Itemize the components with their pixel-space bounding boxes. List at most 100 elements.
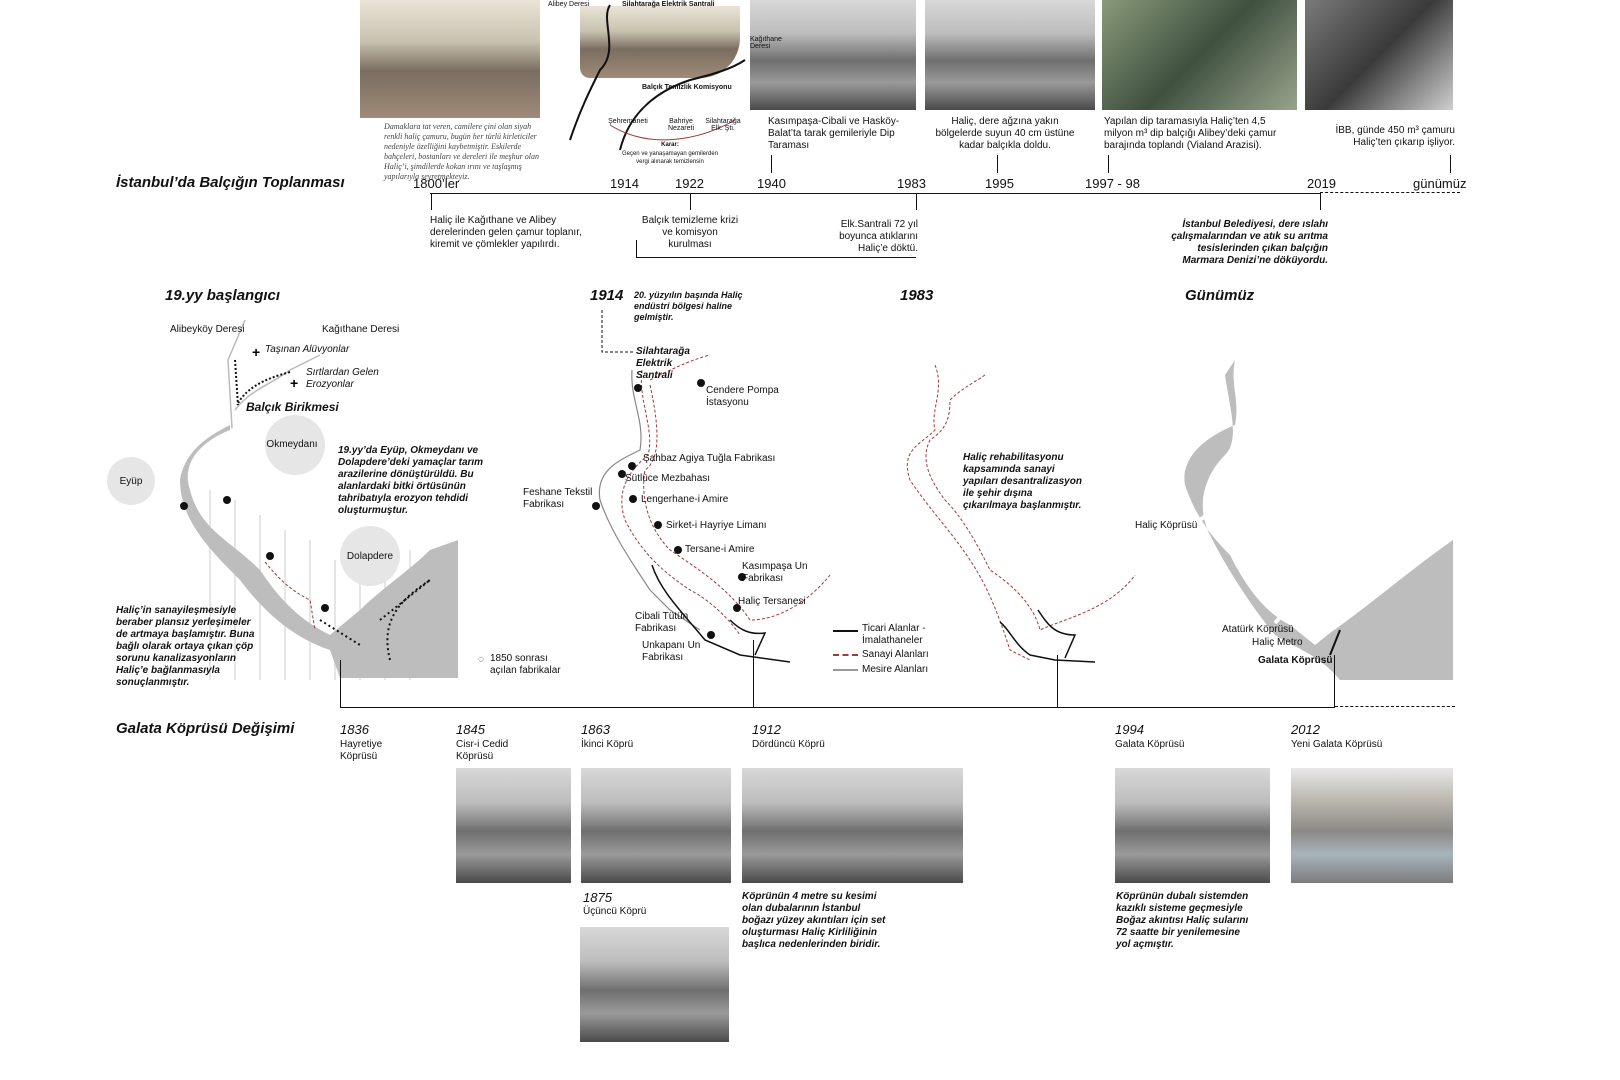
tick (1108, 155, 1109, 173)
map-19yy-note2: Haliç’in sanayileşmesiyle beraber plansı… (116, 605, 255, 688)
note-2019: İstanbul Belediyesi, dere ıslahı çalışma… (1171, 219, 1328, 266)
note-1912: Köprünün 4 metre su kesimi olan dubaları… (742, 891, 886, 950)
photo-1912 (742, 768, 963, 883)
dredging-photo (750, 0, 916, 110)
map-now-title: Günümüz (1185, 287, 1255, 304)
bridge-galata: Galata Köprüsü (1258, 655, 1333, 666)
svg-text:+: + (252, 344, 260, 360)
year-1800: 1800’ler (413, 176, 460, 191)
note-1983: Elk.Santrali 72 yıl boyunca atıklarını H… (839, 219, 918, 254)
bridge-metro: Haliç Metro (1252, 637, 1303, 648)
svg-text:+: + (290, 375, 298, 391)
legend-recreation-swatch (833, 669, 858, 671)
eyup-label: Eyüp (119, 476, 143, 487)
postcard-photo (360, 0, 540, 118)
kagithane-label: Kağıthane Deresi (322, 324, 400, 335)
note-1940: Kasımpaşa-Cibali ve Hasköy-Balat’ta tara… (768, 116, 900, 151)
note-gunumuz: İBB, günde 450 m³ çamuru Haliç’ten çıkar… (1335, 125, 1455, 148)
year-1983: 1983 (897, 176, 926, 191)
tick (1320, 193, 1321, 210)
note-1994: Köprünün dubalı sistemden kazıklı sistem… (1116, 891, 1249, 950)
eyup-area (107, 457, 155, 505)
photo-2012 (1291, 768, 1453, 883)
year-1914: 1914 (610, 176, 639, 191)
map-1983-note: Haliç rehabilitasyonu kapsamında sanayi … (963, 452, 1082, 511)
year-1940: 1940 (757, 176, 786, 191)
silahtaraga-label: Silahtarağa Elektrik Santrali (636, 346, 690, 381)
okmeydani-label: Okmeydanı (266, 439, 318, 450)
connector (1057, 655, 1058, 707)
bridge-halic: Haliç Köprüsü (1135, 520, 1198, 531)
1995-photo (925, 0, 1095, 110)
place-kasimpasa: Kasımpaşa Un Fabrikası (742, 561, 808, 584)
aluvyon-label: Taşınan Alüvyonlar (265, 344, 350, 355)
place-feshane: Feshane Tekstil Fabrikası (523, 487, 593, 510)
alibeykoy-label: Alibeyköy Deresi (170, 324, 245, 335)
place-cendere: Cendere Pompa İstasyonu (706, 385, 779, 408)
bridge-year-1912: 1912 (752, 722, 781, 737)
karar-text: Geçen ve yanaşamayan gemilerden vergi al… (621, 151, 719, 165)
year-1922: 1922 (675, 176, 704, 191)
member-bahriye: Bahriye Nezareti (667, 118, 695, 132)
place-lengerhane: Lengerhane-i Amire (641, 494, 729, 505)
golden-horn-water-now (1184, 360, 1453, 680)
bridge-name-1912: Dördüncü Köprü (752, 739, 825, 750)
photo-1863 (581, 768, 731, 883)
legend-commercial-label: Ticari Alanlar - İmalathaneler (862, 623, 926, 646)
timeline-axis-future (1320, 192, 1460, 193)
bridge-name-1875: Üçüncü Köprü (583, 906, 647, 917)
member-silahtaraga: Silahtarağa Elk. Şti. (705, 118, 741, 132)
year-gunumuz: günümüz (1413, 176, 1467, 191)
bridge-timeline-title: Galata Köprüsü Değişimi (116, 720, 295, 737)
bridge-axis-future (1335, 706, 1455, 707)
place-sutluce: Sütlüce Mezbahası (625, 473, 711, 484)
tick (771, 155, 772, 173)
tick (1450, 155, 1451, 173)
bridge-year-1994: 1994 (1115, 722, 1144, 737)
alibey-label: Alibey Deresi (548, 1, 590, 8)
ibb-dredge-photo (1305, 0, 1453, 110)
factory-legend-label: 1850 sonrası açılan fabrikalar (490, 653, 561, 676)
kagithane-photo-label: Kağıthane Deresi (750, 36, 782, 50)
dolapdere-area (340, 526, 400, 586)
connector (340, 660, 341, 707)
legend-industry-swatch (833, 654, 858, 656)
bridge-name-1863: İkinci Köprü (581, 739, 634, 750)
golden-horn-water (180, 425, 458, 678)
bracket (636, 240, 637, 257)
santral-label: Silahtarağa Elektrik Santrali (622, 1, 715, 8)
year-2019: 2019 (1307, 176, 1336, 191)
bridge-year-1863: 1863 (581, 722, 610, 737)
connector (1334, 655, 1335, 707)
commission-sketch: Alibey Deresi Silahtarağa Elektrik Santr… (548, 0, 746, 170)
sketch-lines (569, 4, 746, 151)
note-1800: Haliç ile Kağıthane ve Alibey derelerind… (430, 215, 582, 250)
map-now (1184, 360, 1453, 680)
bracket (636, 257, 916, 258)
dolapdere-label: Dolapdere (346, 551, 394, 562)
factory-legend-icon: ◌ (478, 654, 484, 665)
timeline-axis (430, 193, 1320, 194)
tick (997, 155, 998, 173)
bridge-year-1875: 1875 (583, 890, 612, 905)
photo-1994 (1115, 768, 1270, 883)
bridge-year-2012: 2012 (1291, 722, 1320, 737)
place-unkapani: Unkapanı Un Fabrikası (642, 640, 701, 663)
bridge-name-2012: Yeni Galata Köprüsü (1291, 739, 1383, 750)
member-sehremaneti: Şehremaneti (608, 118, 648, 125)
bridge-name-1845: Cisr-i Cedid Köprüsü (456, 739, 509, 762)
photo-1845 (456, 768, 571, 883)
karar-label: Karar: (661, 142, 679, 148)
bridge-year-1845: 1845 (456, 722, 485, 737)
note-1997: Yapılan dip taramasıyla Haliç’ten 4,5 mi… (1104, 116, 1277, 151)
komisyon-label: Balçık Temizlik Komisyonu (642, 84, 732, 91)
year-1997: 1997 - 98 (1085, 176, 1140, 191)
legend-recreation-label: Mesire Alanları (862, 664, 929, 675)
place-cibali: Cibali Tütün Fabrikası (635, 611, 689, 634)
map-1914 (592, 310, 831, 663)
connector (753, 640, 754, 707)
map-19yy: ++ (107, 319, 458, 680)
map-1914-year: 1914 (590, 287, 624, 304)
erozyon-label: Sırtlardan Gelen Erozyonlar (306, 367, 379, 390)
year-1995: 1995 (985, 176, 1014, 191)
